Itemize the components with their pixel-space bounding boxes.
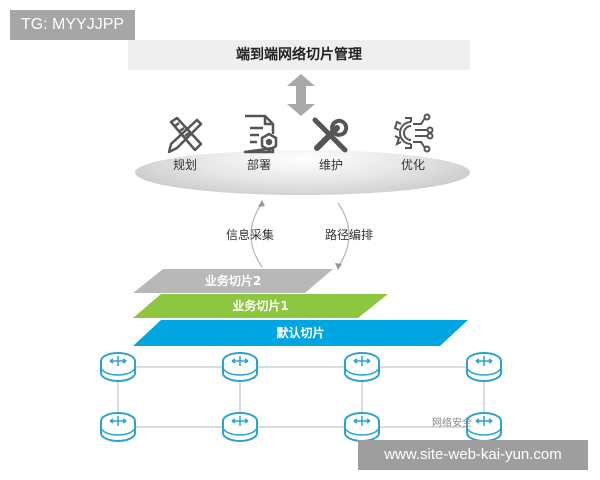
tool-optimize: 优化 <box>378 112 448 173</box>
tool-deploy: 部署 <box>224 114 294 173</box>
gear-circuit-icon <box>393 113 434 153</box>
path-orchestration-label: 路径编排 <box>325 228 374 242</box>
wrench-screwdriver-icon <box>312 117 349 153</box>
tool-label: 部署 <box>246 158 271 172</box>
cycle-arrows-icon <box>250 200 350 270</box>
slice-label: 业务切片2 <box>204 274 262 288</box>
network-topology <box>100 352 502 442</box>
tool-label: 优化 <box>400 158 425 172</box>
tool-planning: 规划 <box>150 116 220 173</box>
slice-label: 业务切片1 <box>232 299 289 313</box>
info-collection-label: 信息采集 <box>226 228 275 242</box>
slice-default: 默认切片 <box>133 320 468 346</box>
slice-business-2: 业务切片2 <box>133 269 333 293</box>
tg-badge: TG: MYYJJPP <box>10 10 135 40</box>
tool-label: 维护 <box>318 158 343 172</box>
slice-label: 默认切片 <box>276 326 325 340</box>
slice-business-1: 业务切片1 <box>133 294 388 318</box>
pencil-ruler-icon <box>167 116 203 154</box>
url-watermark: www.site-web-kai-yun.com <box>358 440 588 470</box>
account-watermark: 网络安全 <box>432 418 472 429</box>
page-title: 端到端网络切片管理 <box>128 40 470 70</box>
document-gear-icon <box>243 114 278 154</box>
management-platform-ellipse <box>135 150 470 195</box>
tool-maintain: 维护 <box>296 116 366 173</box>
tool-label: 规划 <box>172 158 197 172</box>
double-arrow-icon <box>287 74 315 116</box>
